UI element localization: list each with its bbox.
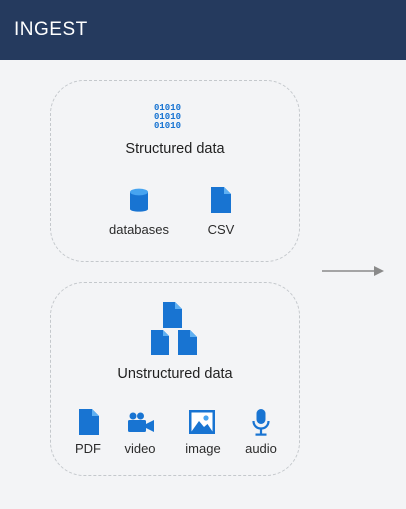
svg-text:01010: 01010 — [154, 103, 181, 113]
header-title: INGEST — [14, 19, 88, 40]
binary-data-icon: 01010 01010 01010 — [154, 102, 194, 130]
image-label: image — [185, 441, 221, 456]
structured-data-group — [50, 80, 300, 262]
video-label: video — [124, 441, 156, 456]
pdf-file-icon — [79, 409, 99, 435]
svg-text:01010: 01010 — [154, 121, 181, 130]
structured-data-title: Structured data — [125, 141, 225, 157]
stacked-files-icon — [150, 302, 200, 356]
unstructured-data-title: Unstructured data — [117, 366, 233, 382]
csv-label: CSV — [207, 222, 235, 237]
image-icon — [189, 410, 215, 434]
audio-label: audio — [245, 441, 277, 456]
unstructured-data-group — [50, 282, 300, 476]
csv-file-icon — [211, 187, 231, 213]
video-camera-icon — [128, 412, 154, 434]
arrow-right-icon — [322, 264, 386, 283]
database-icon — [129, 188, 149, 214]
microphone-icon — [252, 409, 270, 436]
pdf-label: PDF — [75, 441, 101, 456]
svg-text:01010: 01010 — [154, 112, 181, 122]
ingest-header: INGEST — [0, 0, 406, 60]
databases-label: databases — [109, 222, 169, 237]
